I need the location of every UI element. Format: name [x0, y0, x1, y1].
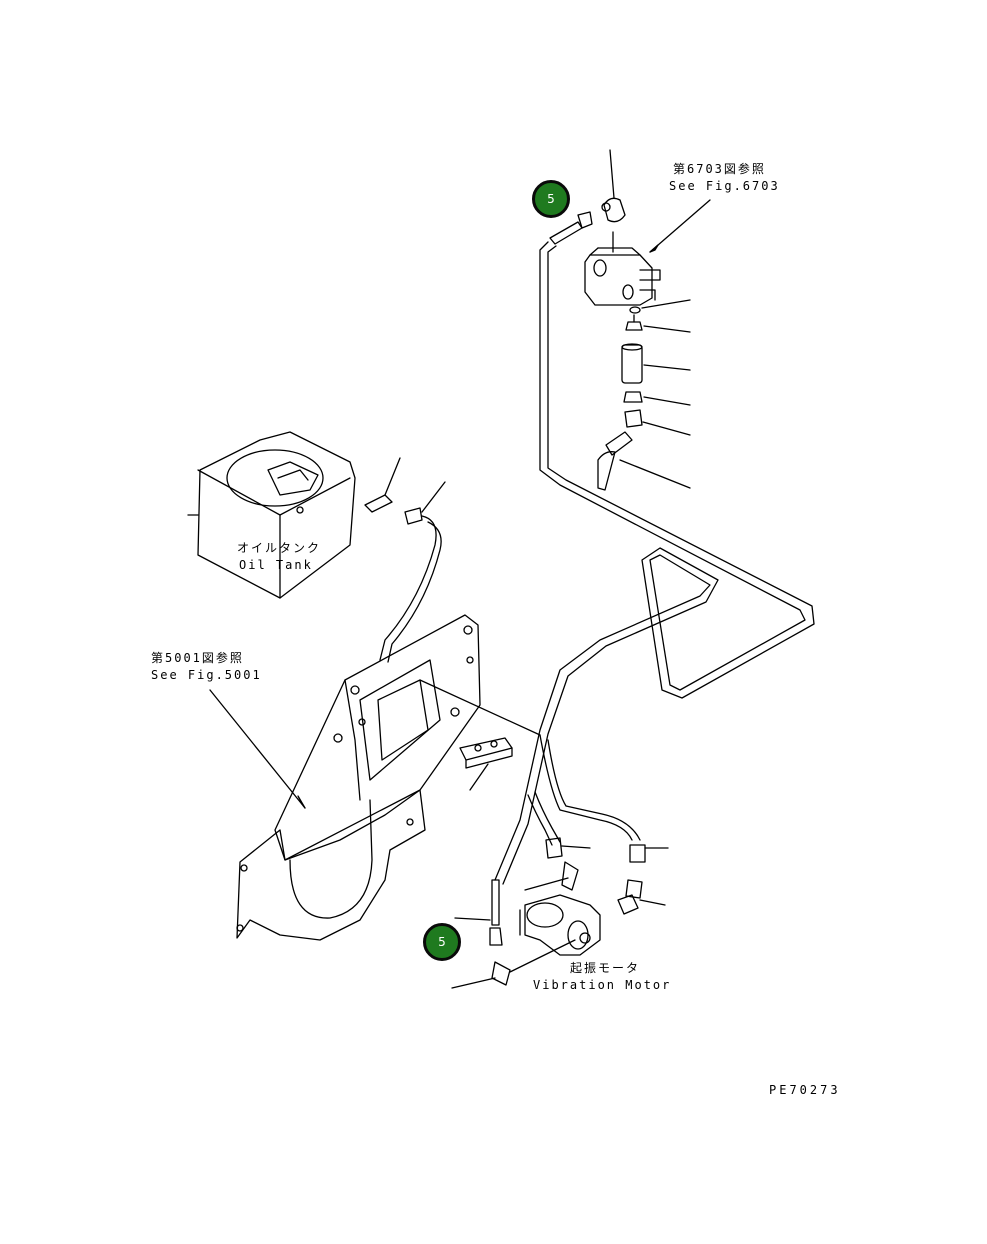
hose-end-top — [549, 211, 593, 245]
lower-bracket — [236, 789, 426, 941]
elbow-fitting-top — [601, 149, 626, 223]
oil-tank — [187, 431, 356, 599]
leader-fig6703 — [649, 199, 711, 253]
ref-fig5001-jp: 第5001図参照 — [151, 651, 244, 665]
callout-badge-bottom[interactable]: 5 — [423, 923, 461, 961]
motor-hose-fittings — [524, 837, 669, 915]
manifold-block — [459, 737, 513, 791]
oil-tank-label-jp: オイルタンク — [237, 541, 322, 555]
ref-fig5001-en: See Fig.5001 — [151, 668, 262, 682]
vibration-motor — [519, 894, 601, 956]
oil-tank-label-en: Oil Tank — [239, 558, 313, 572]
vibration-motor-label-en: Vibration Motor — [533, 978, 672, 992]
valve-stack-parts — [597, 299, 691, 491]
pipe-line-long — [494, 241, 815, 885]
frame-plate — [274, 614, 541, 861]
vibration-motor-label-jp: 起振モータ — [570, 961, 641, 975]
lower-hose — [451, 879, 576, 989]
oil-tank-fittings — [364, 457, 446, 663]
ref-fig6703-en: See Fig.6703 — [669, 179, 780, 193]
leader-fig5001 — [209, 689, 306, 809]
callout-badge-top[interactable]: 5 — [532, 180, 570, 218]
ref-fig6703-jp: 第6703図参照 — [673, 162, 766, 176]
drawing-code: PE70273 — [769, 1083, 841, 1097]
pipe-line-motor — [527, 734, 641, 846]
valve-block — [584, 231, 661, 306]
